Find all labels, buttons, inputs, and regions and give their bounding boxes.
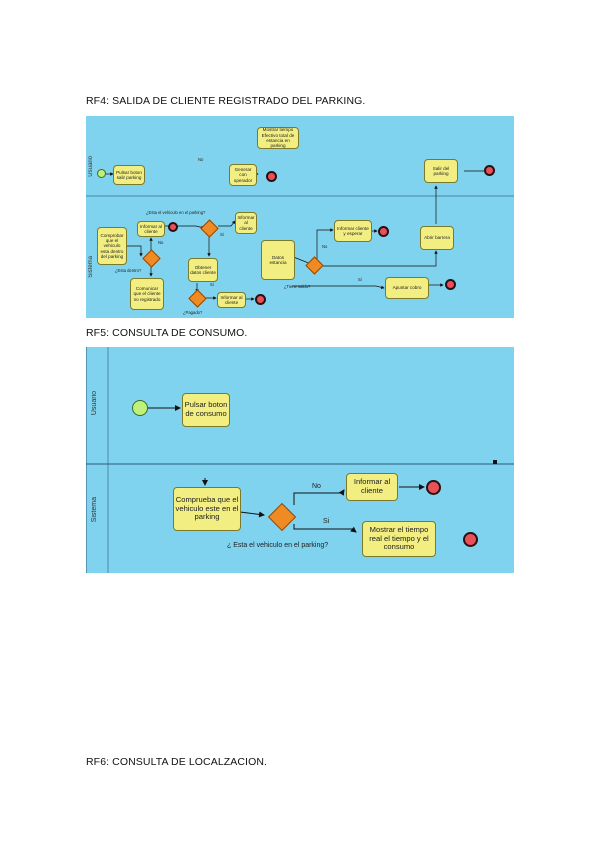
rf4-task-mostrar-tiempo[interactable]: Mostrar tiempo Efectivo total de estanci… xyxy=(257,127,299,149)
rf4-label-si2: Si xyxy=(210,282,214,287)
rf4-task-pulsar[interactable]: Pulsar boton salir parking xyxy=(113,165,145,185)
rf5-task-mostrar[interactable]: Mostrar el tiempo real el tiempo y el co… xyxy=(362,521,436,557)
rf5-start-event xyxy=(132,400,148,416)
rf5-end-event-1 xyxy=(426,480,441,495)
rf5-label-si: Si xyxy=(323,518,330,525)
rf4-label-q1: ¿Esta el vehiculo en el parking? xyxy=(146,210,206,215)
rf4-label-no1: No xyxy=(158,240,164,245)
rf5-end-event-2 xyxy=(463,532,478,547)
rf4-task-comunicar[interactable]: Comunicar que el cliente no registrado xyxy=(130,278,164,310)
rf6-heading: RF6: CONSULTA DE LOCALZACION. xyxy=(86,756,268,768)
rf4-end-event-1 xyxy=(266,171,277,182)
rf5-marker xyxy=(493,460,497,464)
rf4-label-q4: ¿Pagado? xyxy=(183,310,203,315)
rf4-end-event-3 xyxy=(255,294,266,305)
rf4-end-event-4 xyxy=(378,226,389,237)
rf4-end-event-5 xyxy=(484,165,495,176)
rf4-task-salir[interactable]: Salir del parking xyxy=(424,159,458,183)
rf4-task-abrir-barrera[interactable]: Abrir barrera xyxy=(420,226,454,250)
rf4-lane-user: Usuario xyxy=(88,156,94,177)
rf4-task-informar[interactable]: Informar al cliente xyxy=(137,221,165,237)
rf4-task-informar2[interactable]: Informar al cliente xyxy=(235,212,257,234)
rf4-start-event xyxy=(97,169,106,178)
rf5-label-no: No xyxy=(312,483,321,490)
rf4-lane-system: Sistema xyxy=(88,256,94,278)
rf4-task-apuntar[interactable]: Apuntar cobro xyxy=(385,277,429,299)
rf4-end-event-6 xyxy=(445,279,456,290)
rf5-lane-system: Sistema xyxy=(91,497,98,523)
rf5-heading: RF5: CONSULTA DE CONSUMO. xyxy=(86,327,248,339)
rf4-task-obtener[interactable]: Obtener datos cliente xyxy=(188,258,218,282)
rf5-task-informar[interactable]: Informar al cliente xyxy=(346,473,398,501)
rf5-task-pulsar[interactable]: Pulsar boton de consumo xyxy=(182,393,230,427)
rf4-task-datos-estancia[interactable]: Datos estancia xyxy=(261,240,295,280)
rf5-task-comprueba[interactable]: Comprueba que el vehiculo este en el par… xyxy=(173,487,241,531)
rf4-task-generar[interactable]: Generar con operador xyxy=(229,164,257,186)
rf5-label-question: ¿ Esta el vehiculo en el parking? xyxy=(227,542,329,549)
rf5-diagram: Usuario Sistema Pulsar boton de consumo … xyxy=(86,347,514,573)
rf5-connectors xyxy=(86,347,514,573)
rf4-label-q2: ¿Esta dentro? xyxy=(115,268,142,273)
rf4-label-no3: No xyxy=(322,244,328,249)
rf4-task-informar-estado[interactable]: Informar cliente y esperar xyxy=(334,220,372,242)
rf4-label-q3: ¿Tiene saldo? xyxy=(284,284,311,289)
rf4-label-no2: No xyxy=(198,157,204,162)
rf4-task-informar3[interactable]: Informar al cliente xyxy=(217,292,246,308)
rf5-lane-user: Usuario xyxy=(91,391,98,416)
rf4-label-si1: Si xyxy=(220,232,224,237)
rf4-end-event-2 xyxy=(168,222,178,232)
rf4-heading: RF4: SALIDA DE CLIENTE REGISTRADO DEL PA… xyxy=(86,95,366,107)
rf4-task-comprobar[interactable]: Comprobar que el vehiculo esta dentro de… xyxy=(97,227,127,265)
rf4-diagram: Usuario Sistema Pulsar boton salir parki… xyxy=(86,116,514,318)
rf4-label-si3: Si xyxy=(358,277,362,282)
